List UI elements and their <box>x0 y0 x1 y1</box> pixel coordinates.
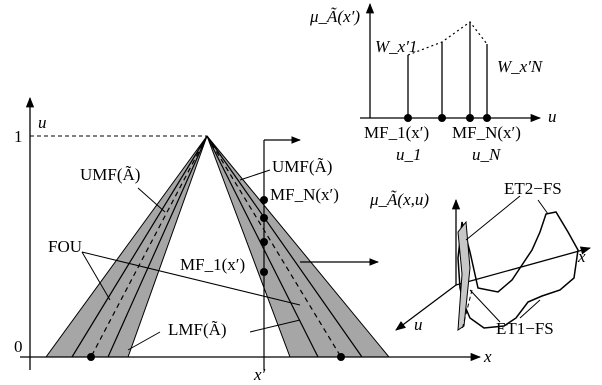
umf-right-label: UMF(Ã) <box>272 157 332 176</box>
umf-left-pointer <box>137 187 166 213</box>
right-inner-line-2 <box>206 135 363 358</box>
secondary-mf-dotted <box>407 21 488 56</box>
right-center-dashed <box>206 135 342 358</box>
3d-u-axis <box>395 284 457 331</box>
left-inner-line-2 <box>107 135 208 358</box>
base-point-left <box>87 353 95 361</box>
u1-label: u_1 <box>396 145 422 164</box>
lmf-pointer-right <box>249 319 301 333</box>
lmf-pointer-left <box>127 331 161 351</box>
mf1-label: MF_1(x′) <box>180 255 245 274</box>
et1-pointer-a <box>469 289 501 323</box>
fou-pointer-left <box>81 251 111 301</box>
slice-u-point-3 <box>466 114 474 122</box>
three-d-sketch: μ_Ã(x,u) x u ET2−FS ET1−FS <box>369 179 592 338</box>
slice-mf1-label: MF_1(x′) <box>364 123 429 142</box>
umf-left-label: UMF(Ã) <box>80 165 140 184</box>
umf-right-pointer <box>239 169 271 181</box>
slice-point-mf1 <box>260 268 268 276</box>
fou-pointer-right <box>81 251 301 306</box>
3d-u-label: u <box>414 315 423 334</box>
x-axis-label: x <box>483 347 492 366</box>
et2-pointer-b <box>537 199 549 215</box>
3d-x-label: x <box>577 247 586 266</box>
et1-slice <box>457 220 471 331</box>
vertical-slice-plot: μ_Ã(x′) u W_x′1 W_x′N MF_1(x′) MF_N(x′) … <box>309 2 557 164</box>
slice-point-top <box>260 196 268 204</box>
tick-one-label: 1 <box>14 127 23 146</box>
main-fou-plot: u x 1 0 x′ UMF(Ã) UMF(Ã) MF_N(x′) FOU MF… <box>14 96 492 384</box>
et2-label: ET2−FS <box>504 179 562 198</box>
slice-u-point-2 <box>438 114 446 122</box>
slice-u-point-1 <box>404 114 412 122</box>
w-last-label: W_x′N <box>497 57 544 76</box>
lmf-label: LMF(Ã) <box>168 320 227 339</box>
et2-surface-outline <box>457 211 579 329</box>
slice-u-label: u <box>548 107 557 126</box>
x-prime-label: x′ <box>253 365 266 384</box>
left-center-dashed <box>90 135 208 358</box>
slice-u-point-4 <box>483 114 491 122</box>
et1-pointer-b <box>519 299 541 319</box>
mfn-label: MF_N(x′) <box>270 185 339 204</box>
tick-zero-label: 0 <box>14 337 23 356</box>
et2-pointer-a <box>465 195 521 241</box>
u-axis-label: u <box>38 113 47 132</box>
et1-label: ET1−FS <box>496 319 554 338</box>
3d-mu-label: μ_Ã(x,u) <box>369 190 429 209</box>
slice-point-3 <box>260 238 268 246</box>
un-label: u_N <box>472 145 502 164</box>
base-point-right <box>337 353 345 361</box>
left-inner-line-1 <box>71 135 208 358</box>
slice-y-label: μ_Ã(x′) <box>309 7 360 26</box>
slice-point-2 <box>260 214 268 222</box>
w-first-label: W_x′1 <box>375 37 417 56</box>
3d-x-axis <box>455 246 592 286</box>
slice-mfn-label: MF_N(x′) <box>452 123 521 142</box>
fou-label: FOU <box>48 237 82 256</box>
